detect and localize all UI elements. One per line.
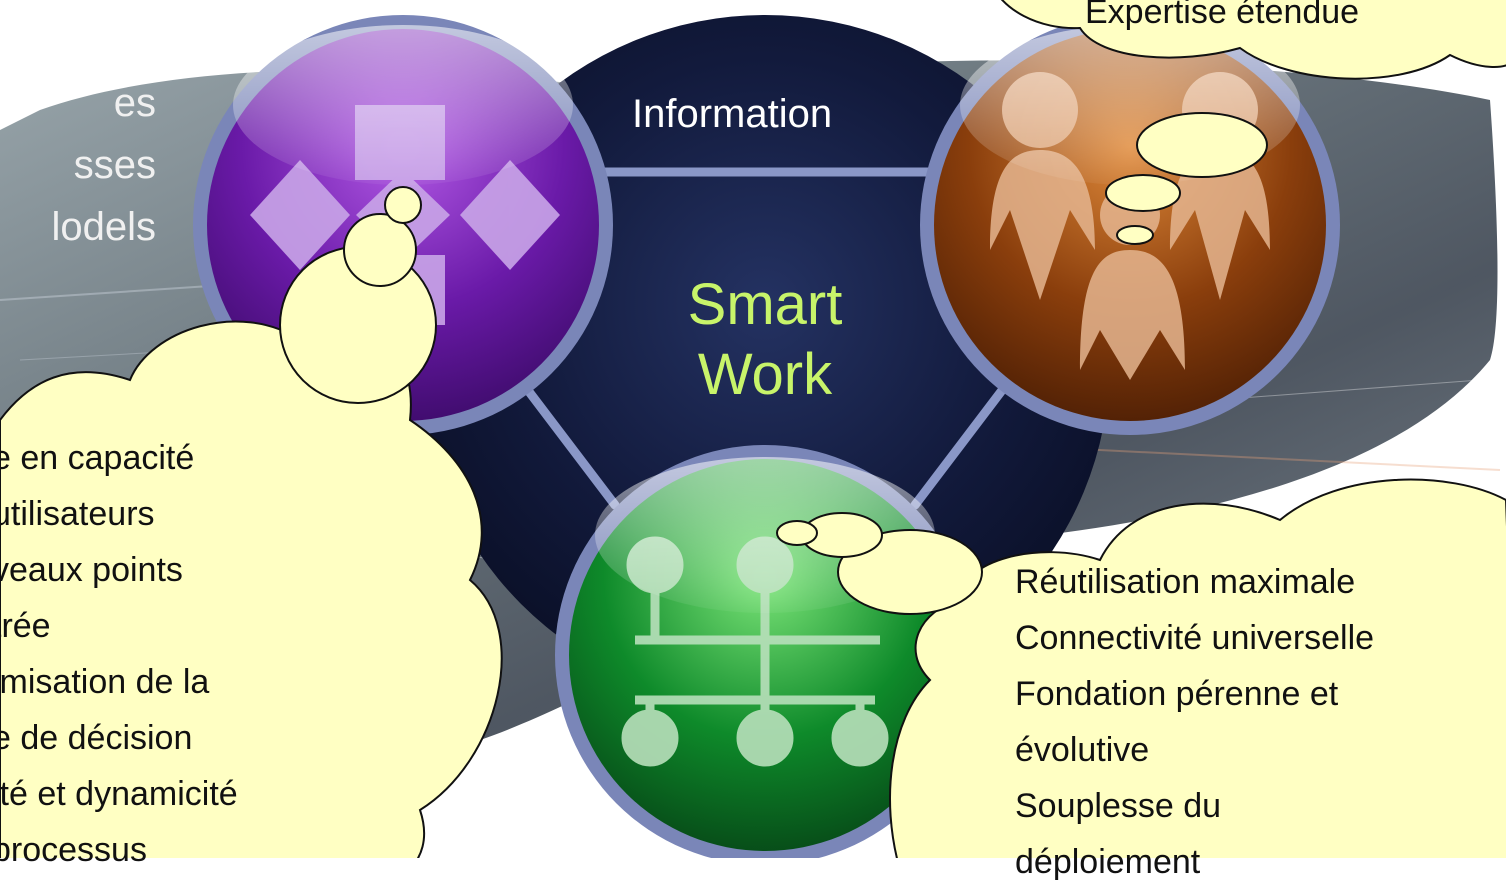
right-bubble-line: Réutilisation maximale [1015, 563, 1356, 601]
right-bubble-text: Réutilisation maximale Connectivité univ… [1015, 554, 1374, 890]
left-bubble-line: imisation de la [0, 663, 210, 701]
thought-bubble-left [0, 186, 503, 858]
right-bubble-line: déploiement [1015, 843, 1201, 881]
diagram-canvas [0, 0, 1506, 858]
right-bubble-line: évolutive [1015, 731, 1150, 769]
thought-bubble-top-right [1001, 0, 1506, 245]
background-label-line-2: sses [73, 143, 156, 187]
left-bubble-line: e en capacité [0, 439, 195, 477]
background-label-line-1: es [113, 81, 156, 125]
left-bubble-line: utilisateurs [0, 495, 155, 533]
people-orb [920, 15, 1340, 435]
expertise-text: Expertise étendue [1085, 0, 1360, 31]
left-bubble-line: trée [0, 607, 51, 645]
background-label-line-3: lodels [51, 205, 156, 249]
thought-bubble-right [776, 478, 1506, 858]
right-bubble-line: Souplesse du [1015, 787, 1222, 825]
left-bubble-line: e de décision [0, 719, 193, 757]
left-bubble-text: e en capacité utilisateurs veaux points … [0, 430, 246, 878]
left-bubble-line: processus [0, 831, 147, 869]
smart-work-title-line-1: Smart [687, 272, 843, 337]
smart-work-title-line-2: Work [697, 342, 833, 407]
information-label: Information [632, 92, 833, 136]
right-bubble-line: Fondation pérenne et [1015, 675, 1339, 713]
right-bubble-line: Connectivité universelle [1015, 619, 1375, 657]
left-bubble-line: ité et dynamicité [0, 775, 238, 813]
left-bubble-line: veaux points [0, 551, 183, 589]
